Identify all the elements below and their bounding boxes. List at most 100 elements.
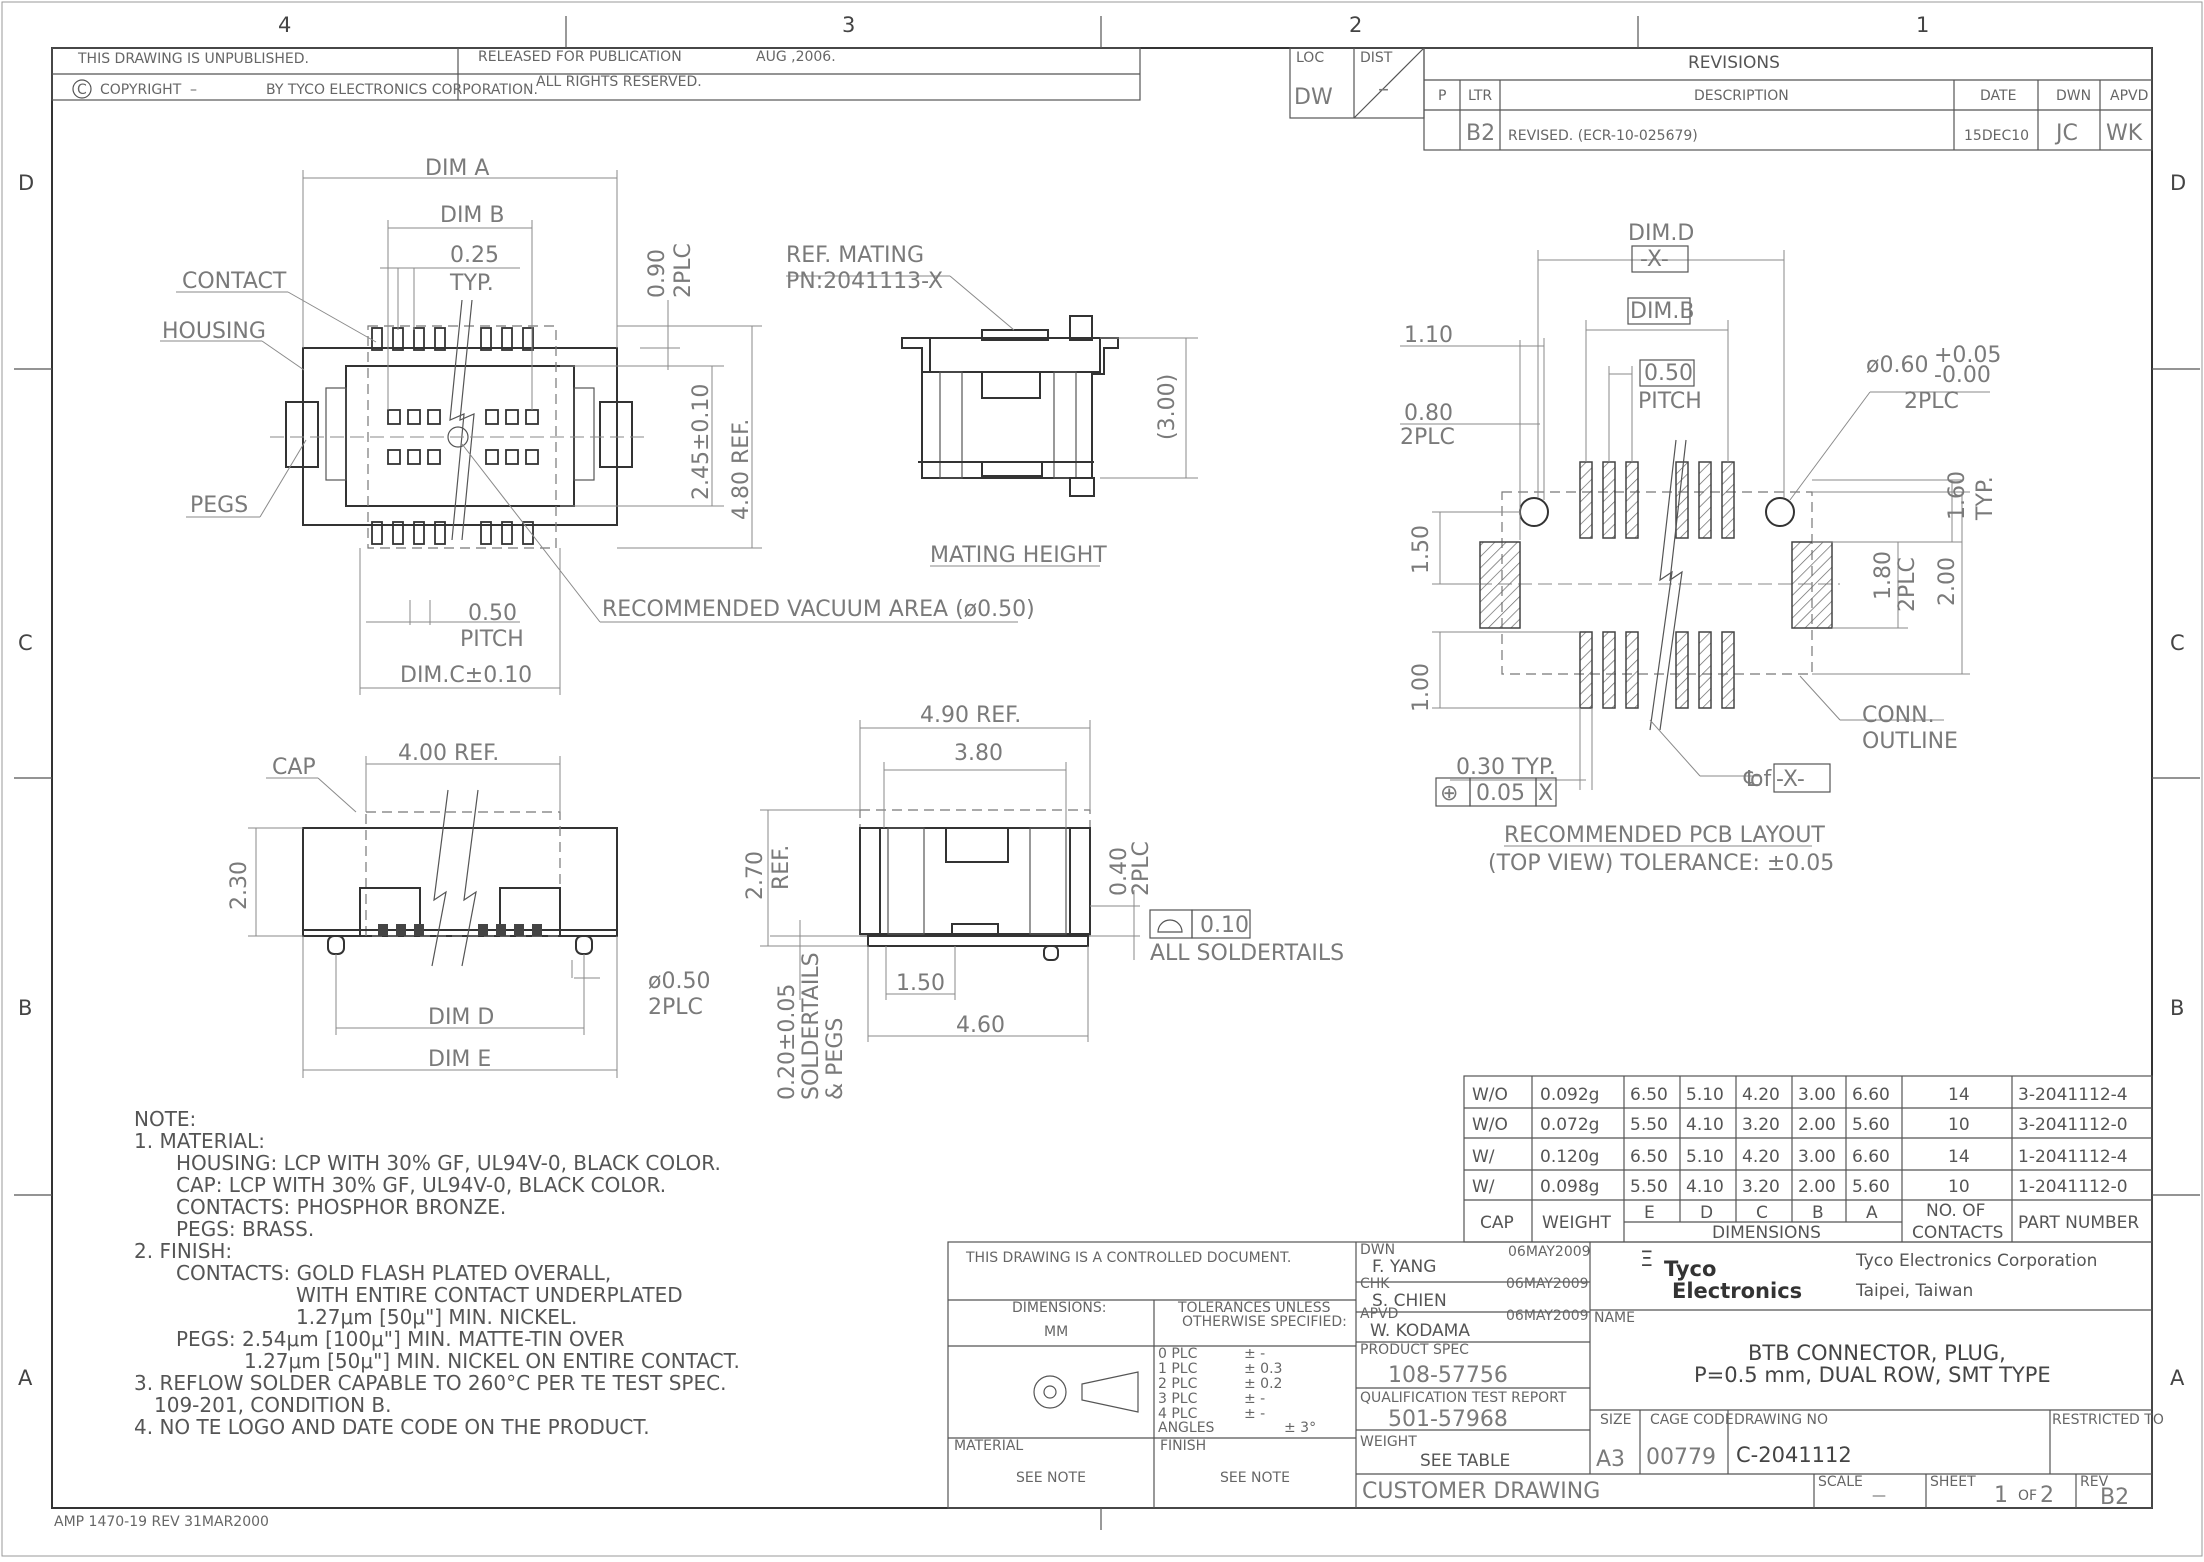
svg-text:CHK: CHK	[1360, 1276, 1390, 1292]
zone-2: 2	[1349, 13, 1362, 37]
housing-label: HOUSING	[162, 319, 266, 344]
svg-text:D: D	[1700, 1203, 1713, 1223]
table-cell: 5.10	[1686, 1147, 1724, 1167]
svg-text:0.40: 0.40	[1107, 847, 1132, 896]
loc-label: LOC	[1296, 50, 1324, 66]
svg-text:CONTACTS: CONTACTS	[1912, 1223, 2003, 1243]
svg-text:DESCRIPTION: DESCRIPTION	[1694, 88, 1789, 104]
svg-text:1.00: 1.00	[1409, 663, 1434, 712]
pcb-layout-drawing: DIM.D -X- DIM.B 0.50 PITCH 1.10 0.80 2PL…	[1400, 221, 2001, 876]
mating-height-label: MATING HEIGHT	[930, 543, 1107, 568]
mating-height-value: (3.00)	[1155, 374, 1180, 440]
zone-a-left: A	[18, 1366, 33, 1390]
dim-c-label: DIM.C±0.10	[400, 663, 532, 688]
svg-text:0.05: 0.05	[1476, 781, 1525, 806]
dist-label: DIST	[1360, 50, 1393, 66]
table-cell: W/	[1472, 1147, 1495, 1167]
svg-text:± 3°: ± 3°	[1284, 1420, 1316, 1436]
svg-text:NAME: NAME	[1594, 1310, 1635, 1326]
svg-text:3. REFLOW SOLDER CAPABLE TO 26: 3. REFLOW SOLDER CAPABLE TO 260°C PER TE…	[134, 1371, 726, 1395]
table-cell: 4.10	[1686, 1177, 1724, 1197]
svg-text:1.27μm [50μ"] MIN. NICKEL.: 1.27μm [50μ"] MIN. NICKEL.	[296, 1305, 577, 1329]
svg-text:DATE: DATE	[1980, 88, 2016, 104]
svg-text:CAGE CODE: CAGE CODE	[1650, 1412, 1734, 1428]
svg-text:1 PLC: 1 PLC	[1158, 1361, 1198, 1377]
zone-1: 1	[1916, 13, 1929, 37]
svg-text:DIMENSIONS: DIMENSIONS	[1712, 1223, 1821, 1243]
svg-text:SEE NOTE: SEE NOTE	[1220, 1470, 1290, 1486]
svg-text:REF.: REF.	[769, 845, 794, 890]
table-cell: 6.60	[1852, 1085, 1890, 1105]
svg-text:WITH ENTIRE CONTACT UNDERPLATE: WITH ENTIRE CONTACT UNDERPLATED	[296, 1283, 683, 1307]
svg-text:4 PLC: 4 PLC	[1158, 1406, 1198, 1422]
pcb-hole-left	[1519, 497, 1549, 527]
svg-text:PEGS: 2.54μm [100μ"] MIN. MATT: PEGS: 2.54μm [100μ"] MIN. MATTE-TIN OVER	[176, 1327, 625, 1351]
svg-text:C: C	[77, 82, 87, 98]
table-cell: 4.10	[1686, 1115, 1724, 1135]
svg-text:PEGS: BRASS.: PEGS: BRASS.	[176, 1217, 314, 1241]
table-cell: W/	[1472, 1177, 1495, 1197]
svg-text:SHEET: SHEET	[1930, 1474, 1976, 1490]
svg-text:Electronics: Electronics	[1672, 1279, 1802, 1303]
table-cell: 10	[1948, 1115, 1970, 1135]
svg-text:TYP.: TYP.	[449, 271, 494, 296]
hole-diameter: ø0.60	[1866, 353, 1928, 378]
table-cell: W/O	[1472, 1085, 1508, 1105]
company-name: Tyco Electronics Corporation	[1855, 1251, 2097, 1271]
mating-ref-line1: REF. MATING	[786, 243, 924, 268]
svg-text:2. FINISH:: 2. FINISH:	[134, 1239, 232, 1263]
side-view-drawing: 4.90 REF. 3.80 2.70 REF. 0.40 2PLC 0.10 …	[743, 703, 1344, 1100]
table-cell: 1-2041112-0	[2018, 1177, 2128, 1197]
table-cell: 0.092g	[1540, 1085, 1599, 1105]
dim-b-label: DIM B	[440, 203, 505, 228]
table-cell: 5.60	[1852, 1115, 1890, 1135]
svg-text:1.80: 1.80	[1871, 551, 1896, 600]
svg-text:MATERIAL: MATERIAL	[954, 1438, 1023, 1454]
svg-text:2PLC: 2PLC	[648, 995, 703, 1020]
zone-c-right: C	[2170, 631, 2185, 655]
svg-text:4.00 REF.: 4.00 REF.	[398, 741, 499, 766]
svg-text:WEIGHT: WEIGHT	[1542, 1213, 1612, 1233]
svg-text:PITCH: PITCH	[460, 627, 524, 652]
zone-4: 4	[278, 13, 291, 37]
svg-text:1.10: 1.10	[1404, 323, 1453, 348]
rights-text: ALL RIGHTS RESERVED.	[536, 74, 702, 90]
svg-text:NO. OF: NO. OF	[1926, 1201, 1985, 1221]
dim-a-label: DIM A	[425, 156, 489, 181]
pcb-layout-title: RECOMMENDED PCB LAYOUT	[1504, 823, 1825, 848]
svg-text:± 0.3: ± 0.3	[1244, 1361, 1282, 1377]
front-view-drawing: CAP 4.00 REF. 2.30 ø0.50 2PLC DIM D DIM …	[227, 741, 710, 1078]
svg-text:OF: OF	[2018, 1488, 2037, 1504]
part-name-line1: BTB CONNECTOR, PLUG,	[1748, 1341, 2006, 1365]
svg-text:± -: ± -	[1244, 1391, 1265, 1407]
svg-text:4. NO TE LOGO AND DATE CODE ON: 4. NO TE LOGO AND DATE CODE ON THE PRODU…	[134, 1415, 650, 1439]
svg-text:⊕: ⊕	[1440, 781, 1458, 806]
svg-text:2.00: 2.00	[1935, 557, 1960, 606]
table-cell: 5.60	[1852, 1177, 1890, 1197]
svg-text:OUTLINE: OUTLINE	[1862, 729, 1958, 754]
table-cell: 0.072g	[1540, 1115, 1599, 1135]
pegs-label: PEGS	[190, 493, 248, 518]
svg-text:+0.05: +0.05	[1934, 343, 2001, 368]
title-block: THIS DRAWING IS A CONTROLLED DOCUMENT. D…	[947, 1241, 2164, 1510]
rev-ltr: B2	[1466, 121, 1495, 146]
svg-text:–: –	[1378, 77, 1389, 102]
svg-text:CONN.: CONN.	[1862, 703, 1935, 728]
rev-description: REVISED. (ECR-10-025679)	[1508, 128, 1698, 144]
loc-dist-block: LOC DW DIST –	[1289, 47, 1425, 119]
svg-text:ANGLES: ANGLES	[1158, 1420, 1215, 1436]
svg-text:B: B	[1812, 1203, 1824, 1223]
svg-text:2.45±0.10: 2.45±0.10	[689, 384, 714, 500]
revisions-table: REVISIONS P LTR DESCRIPTION DATE DWN APV…	[1423, 47, 2153, 151]
zone-b-right: B	[2170, 996, 2184, 1020]
zone-b-left: B	[18, 996, 32, 1020]
svg-text:HOUSING: LCP WITH 30% GF, UL94: HOUSING: LCP WITH 30% GF, UL94V-0, BLACK…	[176, 1151, 721, 1175]
svg-text:1. MATERIAL:: 1. MATERIAL:	[134, 1129, 265, 1153]
copyright-owner: BY TYCO ELECTRONICS CORPORATION.	[266, 82, 538, 98]
table-cell: 3-2041112-4	[2018, 1085, 2128, 1105]
pcb-layout-tolerance: (TOP VIEW) TOLERANCE: ±0.05	[1488, 851, 1834, 876]
svg-text:109-201, CONDITION B.: 109-201, CONDITION B.	[154, 1393, 392, 1417]
projection-symbol-icon	[1033, 1375, 1067, 1409]
table-cell: 1-2041112-4	[2018, 1147, 2128, 1167]
approved-by: W. KODAMA	[1370, 1321, 1470, 1341]
